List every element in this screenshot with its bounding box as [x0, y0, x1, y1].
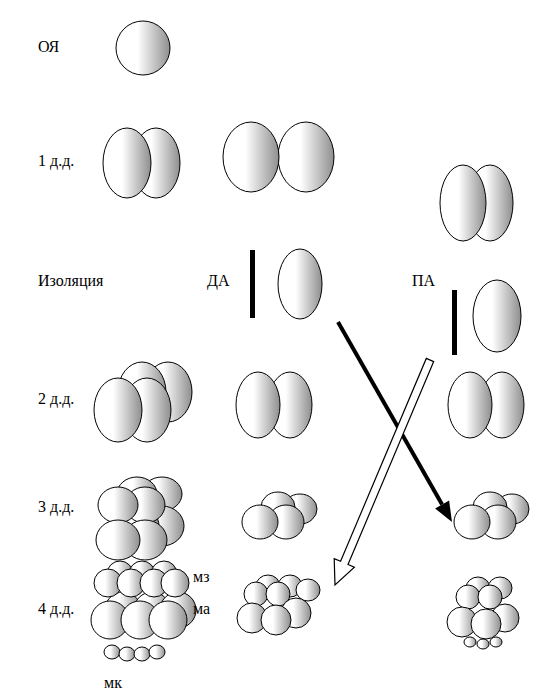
- blastomere: [477, 639, 489, 649]
- stage-label: 4 д.д.: [38, 600, 74, 618]
- cells: [91, 21, 529, 661]
- blastomere: [261, 605, 291, 635]
- group-label: ПА: [412, 272, 435, 290]
- blastomere: [278, 249, 322, 319]
- blastomere: [116, 21, 170, 75]
- blastomere: [490, 637, 502, 647]
- blastomere: [98, 487, 138, 523]
- blastomere: [103, 128, 151, 198]
- blastomere: [454, 505, 490, 539]
- layer-label: ма: [193, 600, 210, 618]
- blastomere: [242, 505, 278, 539]
- arrow-head: [435, 501, 452, 522]
- blastomere: [96, 520, 140, 560]
- blastomere: [94, 378, 142, 442]
- blastomere: [473, 280, 521, 352]
- blastomere: [104, 645, 120, 659]
- stage-label: ОЯ: [38, 38, 59, 56]
- blastomere: [471, 609, 501, 639]
- stage-label: 3 д.д.: [38, 498, 74, 516]
- blastomere: [223, 122, 279, 192]
- blastomere: [149, 601, 187, 639]
- blastomere: [440, 165, 486, 241]
- arrow-shaft: [338, 322, 442, 505]
- blastomere: [119, 647, 135, 661]
- blastomere: [296, 579, 320, 601]
- hollow-arrow: [334, 358, 434, 585]
- blastomere: [236, 372, 280, 438]
- blastomere: [149, 645, 165, 659]
- blastomere: [134, 647, 150, 661]
- layer-label: мк: [104, 674, 122, 692]
- blastomere: [464, 637, 476, 647]
- stage-label: 2 д.д.: [38, 390, 74, 408]
- blastomere: [448, 372, 492, 438]
- blastomere: [244, 582, 268, 606]
- blastomere: [456, 585, 480, 609]
- layer-label: мз: [193, 568, 209, 586]
- isolation-bar: [250, 250, 255, 318]
- group-label: ДА: [207, 272, 229, 290]
- blastomere: [278, 122, 334, 192]
- stage-label: Изоляция: [38, 272, 103, 290]
- isolation-bar: [452, 290, 457, 355]
- stage-label: 1 д.д.: [38, 152, 74, 170]
- blastomere: [161, 569, 189, 597]
